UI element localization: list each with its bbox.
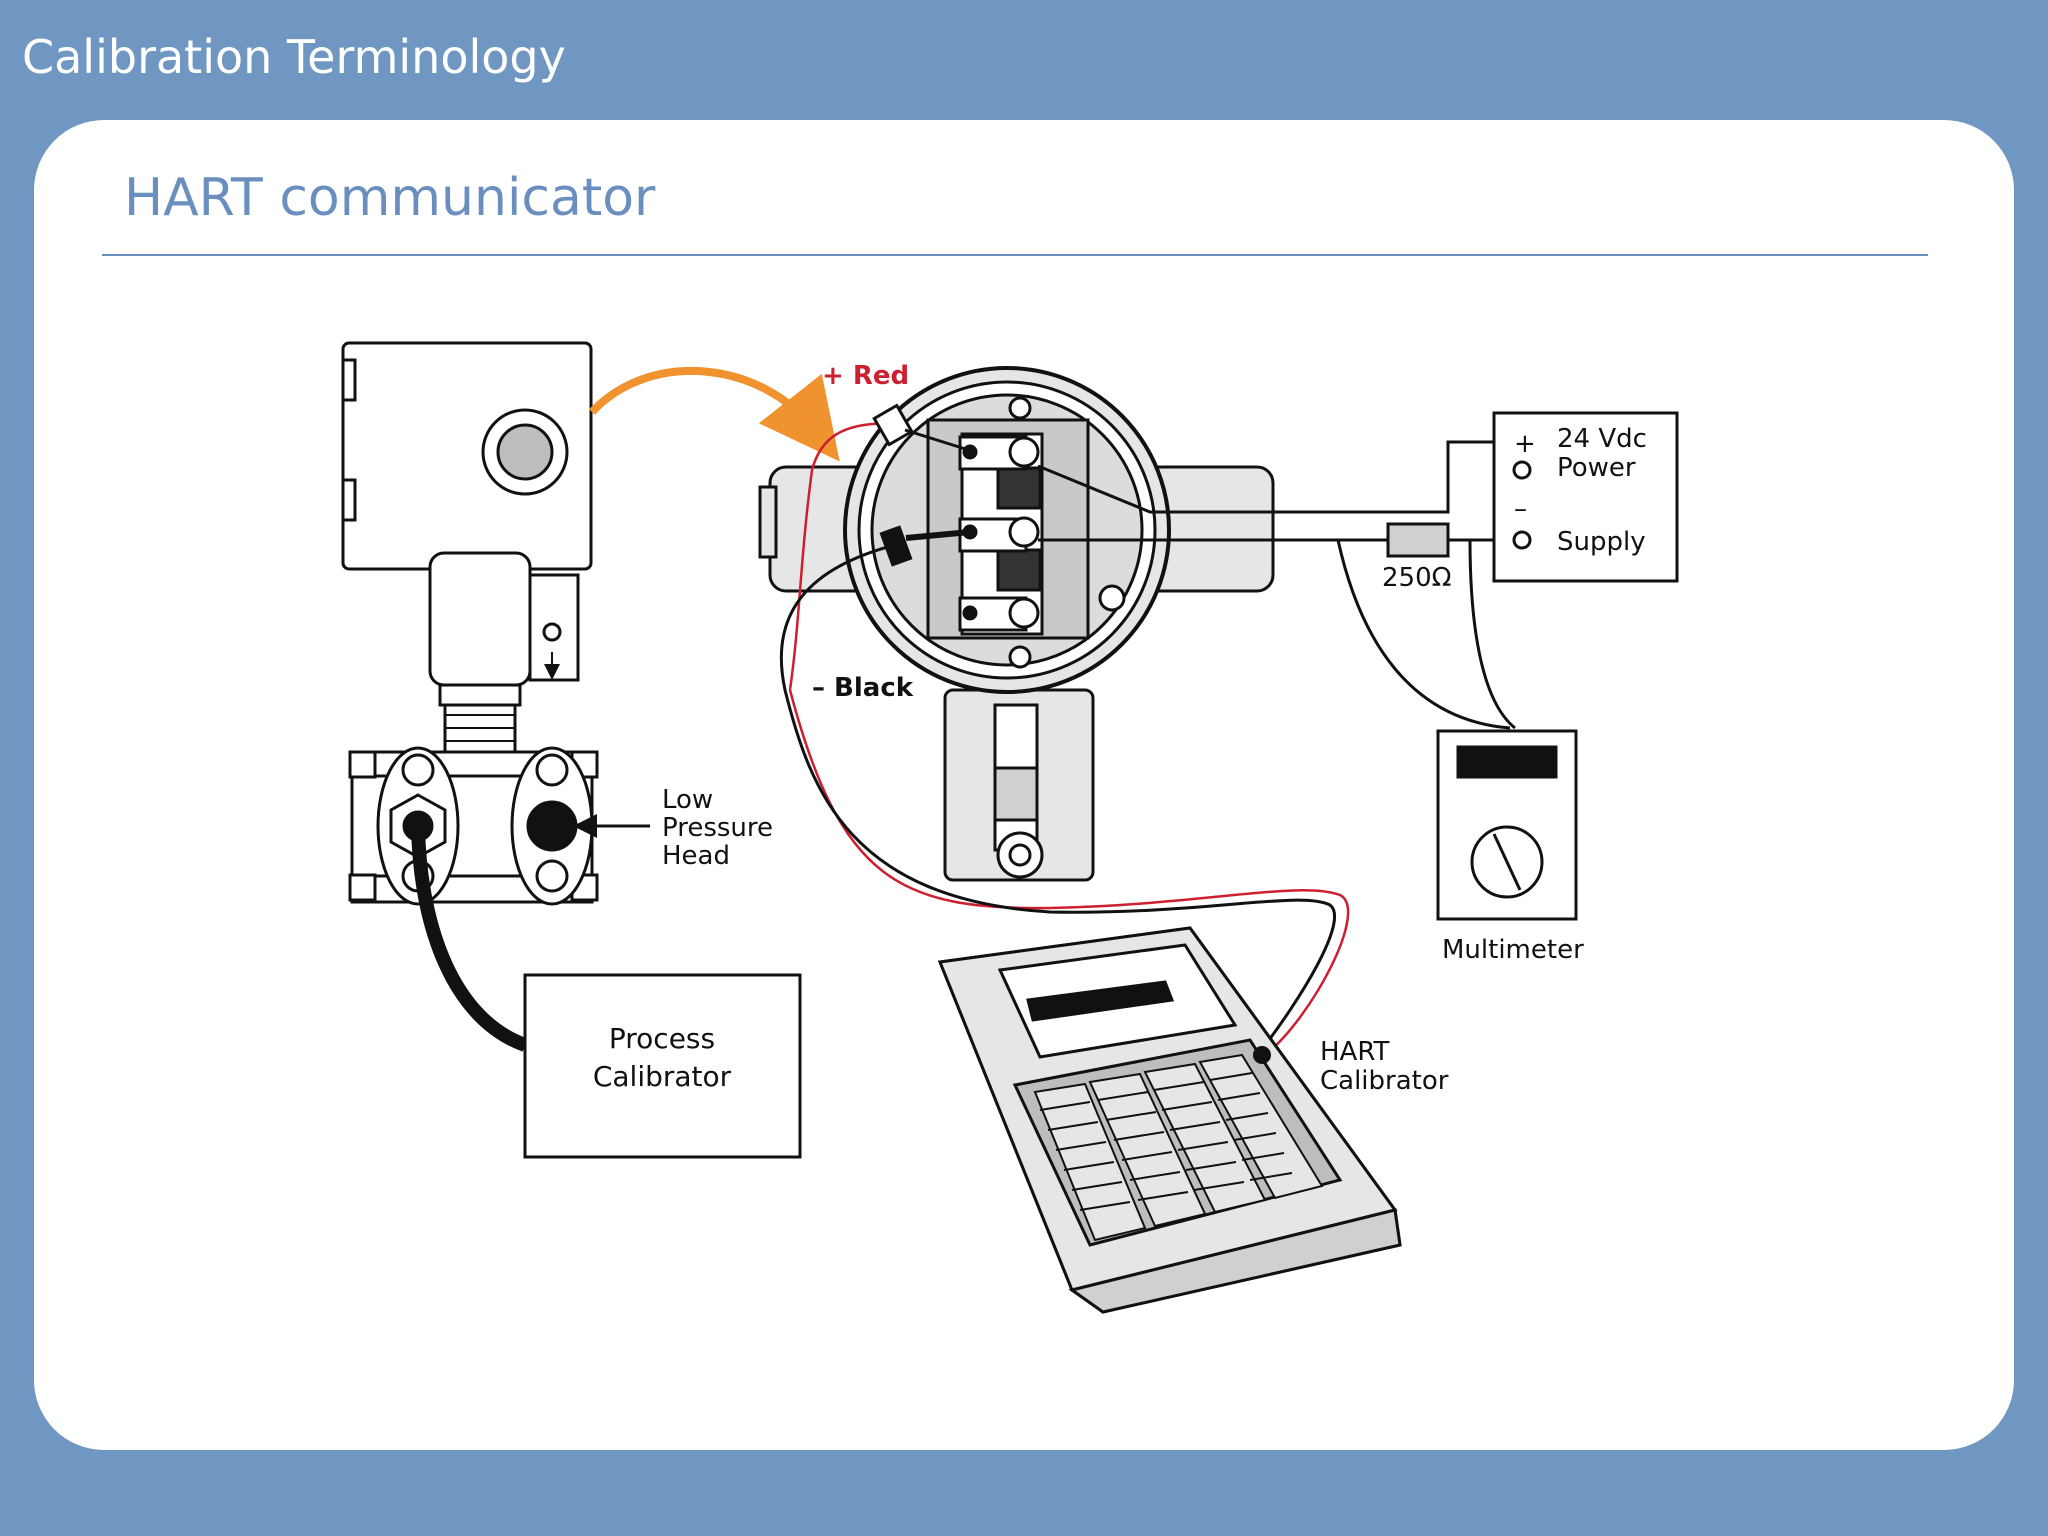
low-pressure-label-1: Low	[662, 785, 713, 815]
loop-wiring	[1037, 440, 1522, 730]
resistor-250-ohm	[1386, 522, 1450, 558]
hart-calibrator-keypad	[1033, 1053, 1324, 1242]
process-calibrator-label-2: Calibrator	[593, 1060, 732, 1093]
zoom-arrow	[589, 367, 840, 462]
hart-calibrator-label-2: Calibrator	[1320, 1066, 1449, 1096]
slide-heading: HART communicator	[124, 168, 656, 228]
process-calibrator-label-1: Process	[609, 1022, 715, 1055]
multimeter-label: Multimeter	[1442, 935, 1584, 965]
power-plus-sign: +	[1514, 429, 1536, 459]
heading-divider	[102, 254, 1928, 256]
pressure-hose	[411, 825, 528, 1052]
black-test-lead	[779, 543, 1337, 1053]
low-pressure-label-3: Head	[662, 841, 730, 871]
terminal-screws	[958, 435, 1040, 632]
hart-calibrator-label-1: HART	[1320, 1037, 1390, 1067]
low-pressure-label-2: Pressure	[662, 813, 773, 843]
multimeter	[1436, 729, 1578, 921]
low-pressure-port	[526, 800, 578, 852]
pressure-transmitter	[341, 341, 599, 906]
power-supply-box	[1492, 411, 1679, 583]
power-supply-label-1: 24 Vdc	[1557, 424, 1647, 454]
power-minus-sign: –	[1514, 494, 1527, 524]
red-test-lead	[788, 422, 1350, 1056]
slide-title: Calibration Terminology	[22, 30, 566, 84]
power-supply-label-2: Power	[1557, 453, 1636, 483]
transmitter-neck	[428, 551, 532, 687]
black-lead-label: – Black	[812, 673, 914, 703]
resistor-label: 250Ω	[1382, 563, 1452, 593]
power-supply-label-3: Supply	[1557, 527, 1646, 557]
black-clip	[879, 525, 913, 567]
red-lead-label: + Red	[822, 361, 909, 391]
process-calibrator-box	[523, 973, 802, 1159]
